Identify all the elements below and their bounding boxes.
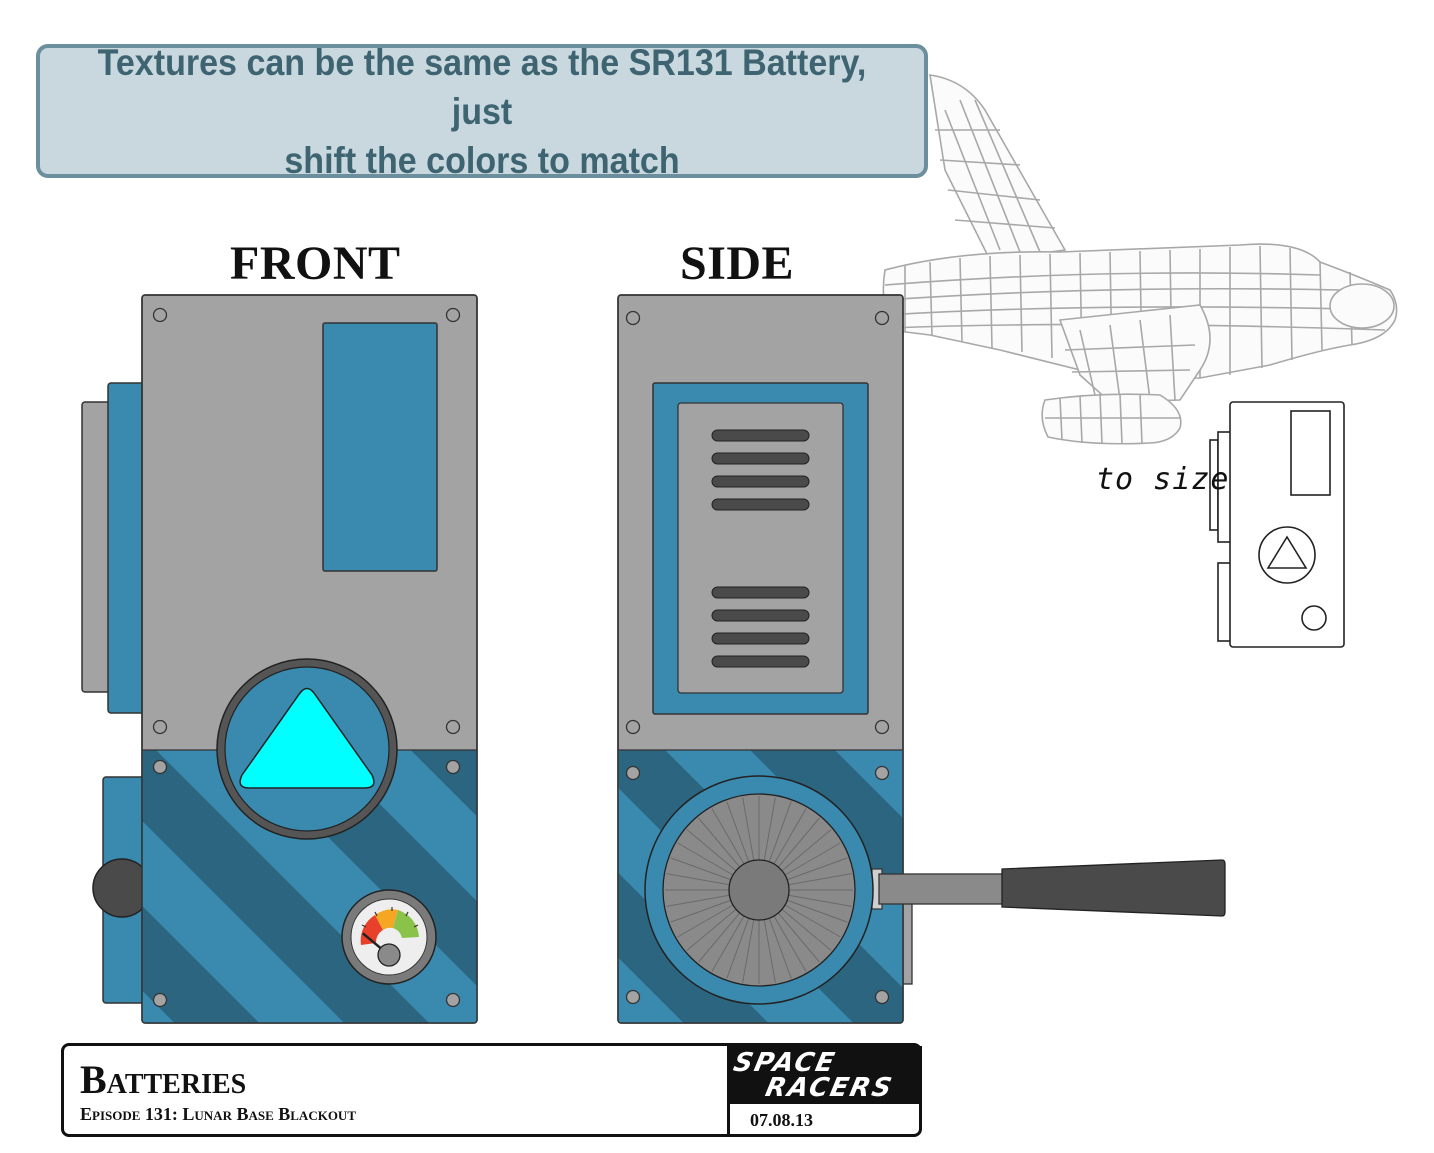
sheet-date: 07.08.13 [750,1110,813,1130]
texture-note-banner: Textures can be the same as the SR131 Ba… [36,42,928,181]
vent-slots [711,429,810,668]
texture-note-text: Textures can be the same as the SR131 Ba… [94,38,870,185]
crank-wheel[interactable] [644,775,874,1005]
title-block: Batteries Episode 131: Lunar Base Blacko… [61,1043,922,1137]
side-view-label: SIDE [680,237,795,290]
crank-handle[interactable] [871,859,1226,917]
sheet-title: Batteries [80,1057,247,1102]
to-size-note: to size [1096,462,1230,497]
logo-line-2: RACERS [762,1073,897,1103]
texture-note-line-1: Textures can be the same as the SR131 Ba… [97,41,867,132]
front-screws [152,307,461,1008]
texture-note-line-2: shift the colors to match [284,139,680,181]
front-view-battery [81,294,478,1024]
front-view-label: FRONT [230,237,401,290]
front-display-window [322,322,438,572]
side-vent-panel [677,402,844,694]
side-view-battery [617,294,1226,1024]
triangle-button[interactable] [216,658,398,840]
battery-level-gauge [341,889,437,985]
space-racers-logo: SPACE RACERS [730,1046,922,1104]
size-reference-sketch [1209,401,1345,648]
episode-subtitle: Episode 131: Lunar Base Blackout [80,1104,356,1124]
cyan-triangle-icon [239,687,375,789]
ship-wireframe [882,74,1398,445]
title-block-right: SPACE RACERS 07.08.13 [727,1046,922,1134]
front-side-blue-plate [107,382,145,714]
crank-grip [1001,859,1226,917]
side-screws [625,310,890,1005]
